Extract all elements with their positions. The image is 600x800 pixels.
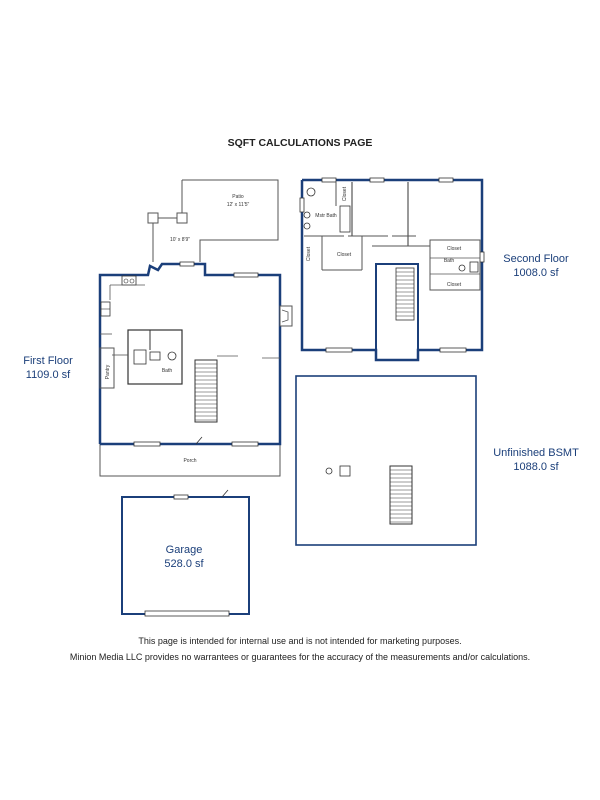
pantry-label: Pantry (105, 364, 111, 379)
master-closet-label: Closet (337, 252, 352, 258)
patio-dimension: 12' x 11'5" (227, 202, 250, 208)
disclaimer-line-1: This page is intended for internal use a… (138, 636, 462, 646)
garage-size: 528.0 sf (164, 558, 204, 570)
basement-area: Unfinished BSMT 1088.0 sf (484, 446, 588, 474)
deck-dimension: 10' x 8'9" (170, 237, 190, 243)
second-floor-bath-label: Bath (444, 258, 455, 264)
garage-name: Garage (165, 544, 203, 556)
first-floor-name: First Floor (23, 355, 73, 367)
patio-label: Patio (232, 194, 244, 200)
master-bath-label: Mstr Bath (315, 213, 337, 219)
closet-top-label: Closet (342, 186, 348, 201)
second-floor-name: Second Floor (503, 253, 569, 265)
garage-plan (121, 489, 250, 617)
second-floor-size: 1008.0 sf (513, 267, 559, 279)
basement-plan (295, 375, 477, 546)
first-floor-exterior-wall (98, 262, 282, 446)
closet-left-label: Closet (306, 246, 312, 261)
basement-name: Unfinished BSMT (493, 447, 579, 459)
first-floor-plan: Patio 12' x 11'5" 10' x 8'9" Porch Pantr… (98, 179, 293, 477)
disclaimer-line-2: Minion Media LLC provides no warrantees … (69, 652, 531, 662)
porch-label: Porch (183, 458, 196, 464)
first-floor-size: 1109.0 sf (25, 369, 71, 381)
page-title: SQFT CALCULATIONS PAGE (227, 137, 373, 149)
basement-outline (295, 375, 477, 546)
basement-size: 1088.0 sf (513, 461, 559, 473)
garage-area: Garage 528.0 sf (134, 543, 234, 571)
second-floor-plan: Mstr Bath Closet Closet Closet Closet Ba… (299, 177, 485, 362)
first-floor-bath-label: Bath (162, 368, 173, 374)
closet-right-1-label: Closet (447, 246, 462, 252)
second-floor-area: Second Floor 1008.0 sf (494, 252, 578, 280)
closet-right-2-label: Closet (447, 282, 462, 288)
first-floor-area: First Floor 1109.0 sf (10, 354, 86, 382)
garage-door (144, 610, 230, 617)
